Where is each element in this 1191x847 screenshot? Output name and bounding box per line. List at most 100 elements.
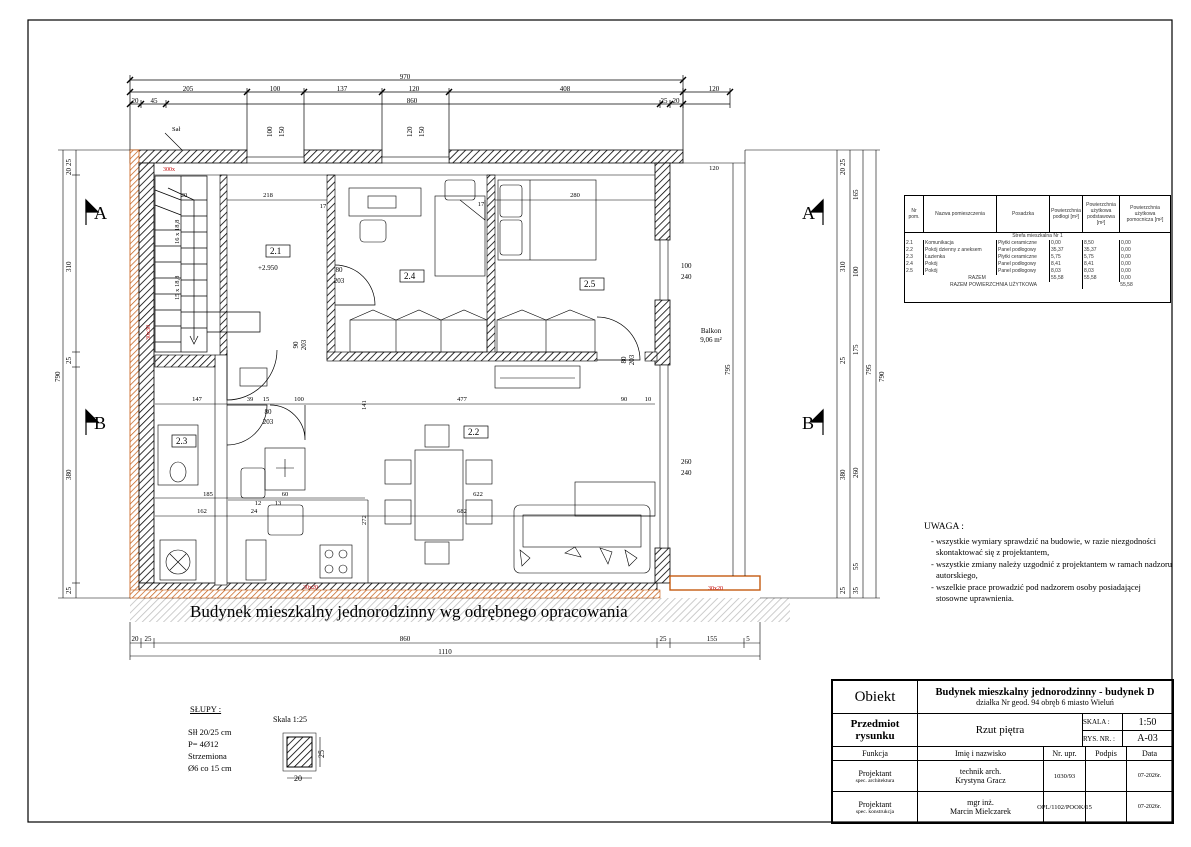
dim-top-3: 137 <box>337 85 348 93</box>
right-dimension-lines <box>745 149 880 599</box>
overall-width-top: 970 <box>400 73 411 81</box>
svg-text:272: 272 <box>361 515 368 525</box>
svg-text:30x20: 30x20 <box>708 586 723 592</box>
balcony-outline <box>683 150 746 576</box>
doors <box>226 264 641 446</box>
row2-upr: OPL/1102/POOK/15 <box>1037 791 1092 823</box>
svg-text:24: 24 <box>251 508 258 515</box>
stairs <box>154 175 261 353</box>
svg-text:90: 90 <box>621 396 628 403</box>
columns-title: SŁUPY : <box>190 704 222 714</box>
dim-top2-4: 25 <box>661 97 669 105</box>
svg-text:790: 790 <box>878 371 886 382</box>
row1-podpis <box>1085 760 1127 792</box>
svg-text:150: 150 <box>278 126 286 137</box>
columns-line-1: Słł 20/25 cm <box>188 727 232 737</box>
row2-podpis <box>1085 791 1127 823</box>
svg-text:20: 20 <box>132 635 140 643</box>
svg-text:Sał: Sał <box>172 126 181 133</box>
bottom-dimension-texts: 20 25 860 25 155 5 1110 <box>132 635 751 656</box>
svg-text:17: 17 <box>478 201 485 208</box>
svg-text:380: 380 <box>839 469 847 480</box>
furniture <box>157 179 656 583</box>
svg-text:203: 203 <box>628 354 636 365</box>
top-dimension-texts: 970 205 100 137 120 408 120 20 45 860 25… <box>132 73 720 105</box>
left-dimension-texts: 25 20 310 25 380 25 790 <box>54 159 73 595</box>
svg-text:20: 20 <box>181 192 188 199</box>
svg-text:150: 150 <box>418 126 426 137</box>
header-imie: Imię i nazwisko <box>917 746 1044 761</box>
skala-label: SKALA : <box>1082 713 1123 731</box>
svg-text:120: 120 <box>709 165 719 172</box>
room-2-4-label: 2.4 <box>404 271 416 281</box>
neighbor-building-hatch <box>130 598 790 622</box>
svg-text:15: 15 <box>263 396 270 403</box>
columns-line-3: Strzemiona <box>188 751 227 761</box>
title-block: Obiekt Budynek mieszkalny jednorodzinny … <box>831 679 1174 824</box>
svg-text:90: 90 <box>292 341 300 349</box>
svg-text:203: 203 <box>263 418 274 426</box>
svg-text:155: 155 <box>707 635 718 643</box>
svg-text:185: 185 <box>203 491 213 498</box>
svg-text:13: 13 <box>275 500 282 507</box>
svg-text:280: 280 <box>570 192 580 199</box>
svg-text:80: 80 <box>265 408 273 416</box>
obiekt-sub: działka Nr geod. 94 obręb 6 miasto Wielu… <box>976 698 1114 707</box>
right-heights: 795 <box>724 364 732 375</box>
inner-dimension-lines <box>155 199 655 517</box>
svg-text:100: 100 <box>852 266 860 277</box>
row1-date: 07-2026r. <box>1126 760 1173 792</box>
overall-width-bottom: 1110 <box>438 648 452 656</box>
header-data: Data <box>1126 746 1173 761</box>
svg-text:203: 203 <box>334 277 345 285</box>
przedmiot-label: Przedmiot rysunku <box>832 713 918 747</box>
svg-text:20: 20 <box>294 774 302 783</box>
svg-text:39: 39 <box>247 396 254 403</box>
svg-text:5: 5 <box>746 635 750 643</box>
svg-text:16 x 18,8: 16 x 18,8 <box>174 220 181 244</box>
svg-text:55: 55 <box>852 563 860 571</box>
bottom-dimension-lines <box>129 622 761 660</box>
header-podpis: Podpis <box>1085 746 1127 761</box>
svg-text:25: 25 <box>839 159 847 167</box>
dim-top-5: 408 <box>560 85 571 93</box>
columns-line-2: P= 4Ø12 <box>188 739 219 749</box>
row1-funkcja: Projektant spec. architektura <box>832 760 918 792</box>
room-2-5-label: 2.5 <box>584 279 596 289</box>
dim-top-4: 120 <box>409 85 420 93</box>
svg-text:141: 141 <box>361 400 368 410</box>
svg-text:30x30: 30x30 <box>146 325 152 340</box>
svg-text:9,06 m²: 9,06 m² <box>700 336 722 344</box>
dim-top-1: 205 <box>183 85 194 93</box>
svg-text:300x: 300x <box>163 167 175 173</box>
svg-text:25: 25 <box>660 635 668 643</box>
stair-labels: Sał 16 x 18,8 15 x 18,8 <box>172 126 181 300</box>
svg-text:147: 147 <box>192 396 203 403</box>
room-2-2-label: 2.2 <box>468 427 479 437</box>
room-labels: 2.1 +2.950 2.2 2.3 2.4 2.5 <box>171 244 605 448</box>
svg-text:25: 25 <box>65 357 73 365</box>
svg-text:Skala 1:25: Skala 1:25 <box>273 715 307 724</box>
svg-text:B: B <box>802 413 814 433</box>
svg-text:120: 120 <box>406 126 414 137</box>
svg-text:25: 25 <box>65 159 73 167</box>
column-detail: 20 25 Skala 1:25 <box>273 715 326 783</box>
svg-text:17: 17 <box>320 203 327 210</box>
svg-text:80: 80 <box>620 356 628 364</box>
left-dimension-lines <box>58 149 130 599</box>
row1-name: technik arch. Krystyna Gracz <box>917 760 1044 792</box>
obiekt-value: Budynek mieszkalny jednorodzinny - budyn… <box>935 687 1155 698</box>
header-nr-upr: Nr. upr. <box>1043 746 1086 761</box>
red-marks: 300x 30x30 30x20 30x20 <box>146 167 723 592</box>
svg-text:25: 25 <box>317 750 326 758</box>
svg-text:795: 795 <box>865 364 873 375</box>
svg-text:260: 260 <box>852 467 860 478</box>
svg-text:218: 218 <box>263 192 273 199</box>
right-wall-dims: 100 240 260 240 <box>681 262 692 477</box>
svg-text:A: A <box>94 203 107 223</box>
header-funkcja: Funkcja <box>832 746 918 761</box>
area-table: Nr pom. Nazwa pomieszczenia Posadzka Pow… <box>904 195 1171 303</box>
